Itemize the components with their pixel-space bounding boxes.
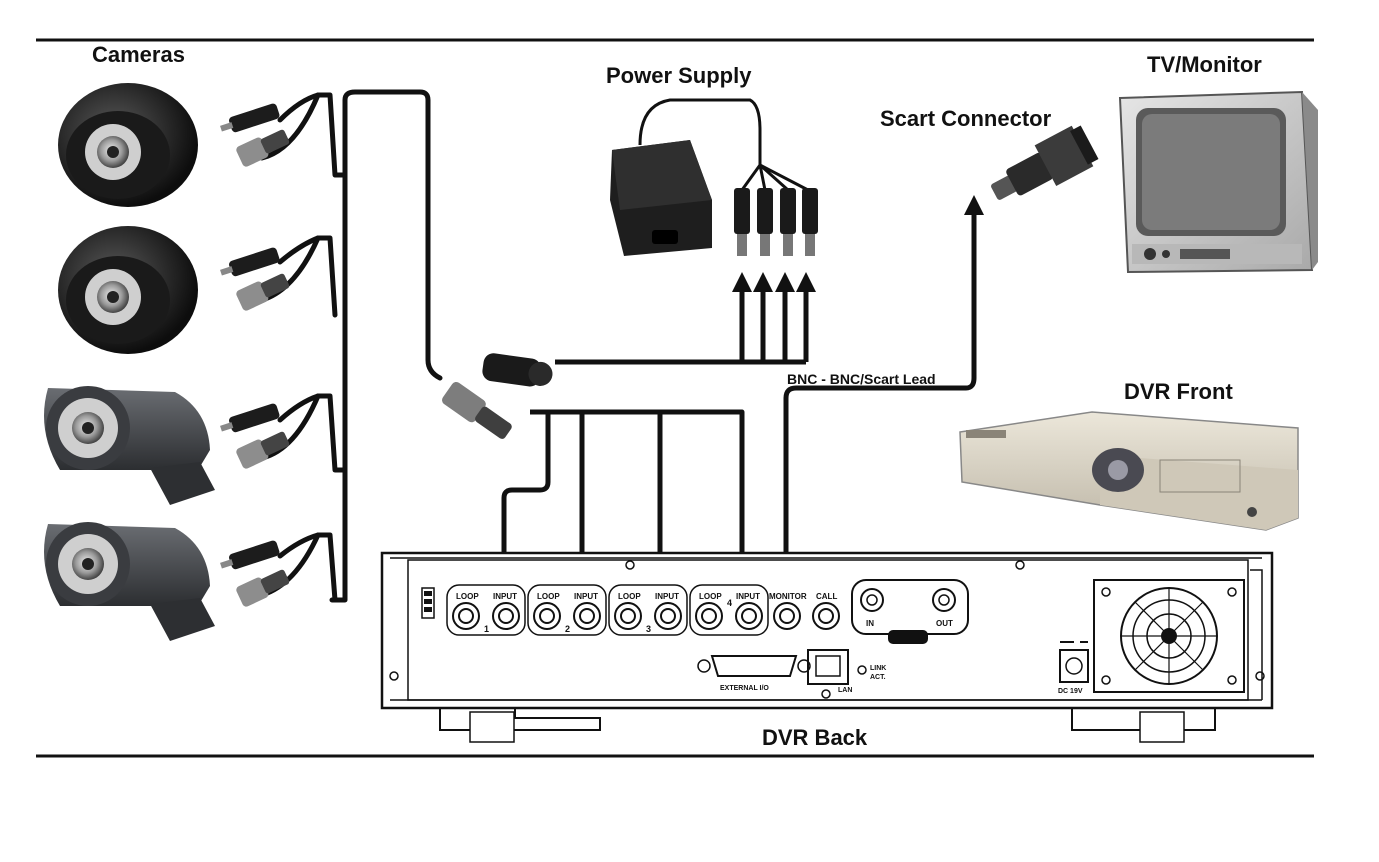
scart-connector-heading: Scart Connector	[880, 106, 1052, 131]
monitor-port-label: MONITOR	[769, 592, 807, 601]
ch1-number: 1	[484, 624, 489, 634]
link-label: LINK	[870, 665, 886, 672]
ch4-number: 4	[727, 598, 732, 608]
lead-label: BNC - BNC/Scart Lead	[787, 371, 936, 387]
ch3-loop-label: LOOP	[618, 592, 641, 601]
bullet-camera-1	[44, 386, 215, 505]
power-supply-heading: Power Supply	[606, 63, 752, 88]
dvr-back-panel: LOOP INPUT LOOP INPUT LOOP INPUT LOOP IN…	[380, 551, 1274, 743]
ch1-loop-label: LOOP	[456, 592, 479, 601]
bullet-camera-2	[44, 522, 215, 641]
ch4-input-label: INPUT	[736, 592, 760, 601]
ch2-number: 2	[565, 624, 570, 634]
power-supply	[610, 98, 818, 256]
ch3-number: 3	[646, 624, 651, 634]
video-cables	[494, 409, 752, 588]
rf-out-label: OUT	[936, 619, 953, 628]
dome-camera-2	[58, 226, 198, 354]
dvr-front	[959, 411, 1299, 531]
ch1-input-label: INPUT	[493, 592, 517, 601]
dvr-back-heading: DVR Back	[762, 725, 868, 750]
tv-monitor-heading: TV/Monitor	[1147, 52, 1262, 77]
dome-camera-1	[58, 83, 198, 207]
rf-in-label: IN	[866, 619, 874, 628]
tv-monitor	[1118, 90, 1318, 274]
act-label: ACT.	[870, 674, 886, 681]
ch2-input-label: INPUT	[574, 592, 598, 601]
dc-power-label: DC 19V	[1058, 688, 1083, 695]
external-io-label: EXTERNAL I/O	[720, 685, 769, 692]
camera-plugs	[220, 103, 290, 607]
ch3-input-label: INPUT	[655, 592, 679, 601]
cameras-heading: Cameras	[92, 42, 185, 67]
power-cable	[555, 272, 816, 365]
ch4-loop-label: LOOP	[699, 592, 722, 601]
ch2-loop-label: LOOP	[537, 592, 560, 601]
scart-lead	[783, 195, 984, 578]
extension-plugs	[442, 353, 553, 439]
camera-cables	[259, 89, 443, 603]
dvr-front-heading: DVR Front	[1124, 379, 1233, 404]
call-port-label: CALL	[816, 592, 837, 601]
lan-label: LAN	[838, 687, 852, 694]
scart-connector	[991, 125, 1099, 200]
